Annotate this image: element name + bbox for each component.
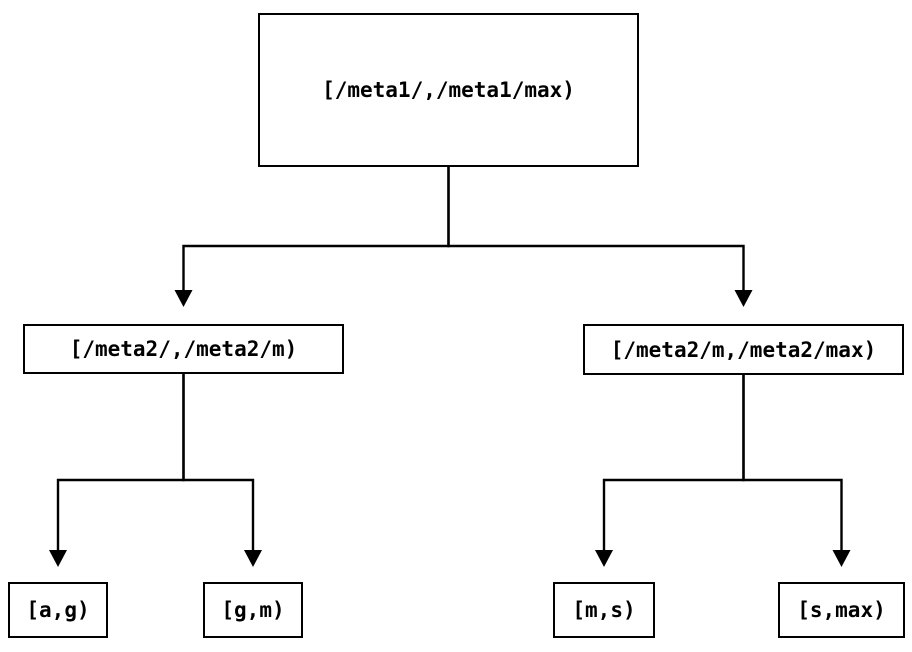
edge-root-to-meta2-right [447,167,753,307]
node-leaf-range-smax: [s,max) [778,582,905,638]
arrowhead-down-icon [49,550,67,567]
edge-meta2-right-to-leaf-ms [595,374,745,567]
arrowhead-down-icon [174,290,193,307]
node-meta1-range: [/meta1/,/meta1/max) [258,13,639,167]
node-leaf-range-ms: [m,s) [553,582,655,638]
edge-meta2-left-to-leaf-gm [182,374,262,567]
edge-root-to-meta2-left [174,167,450,307]
edge-meta2-right-to-leaf-smax [742,374,851,567]
arrowhead-down-icon [244,550,262,567]
arrowhead-down-icon [595,550,613,567]
node-meta2-left-range: [/meta2/,/meta2/m) [23,324,344,374]
edge-meta2-left-to-leaf-ag [49,374,185,567]
arrowhead-down-icon [734,290,753,307]
node-leaf-range-gm: [g,m) [203,582,303,638]
arrowhead-down-icon [832,550,851,567]
node-meta2-right-range: [/meta2/m,/meta2/max) [583,324,904,375]
node-leaf-range-ag: [a,g) [8,582,108,638]
